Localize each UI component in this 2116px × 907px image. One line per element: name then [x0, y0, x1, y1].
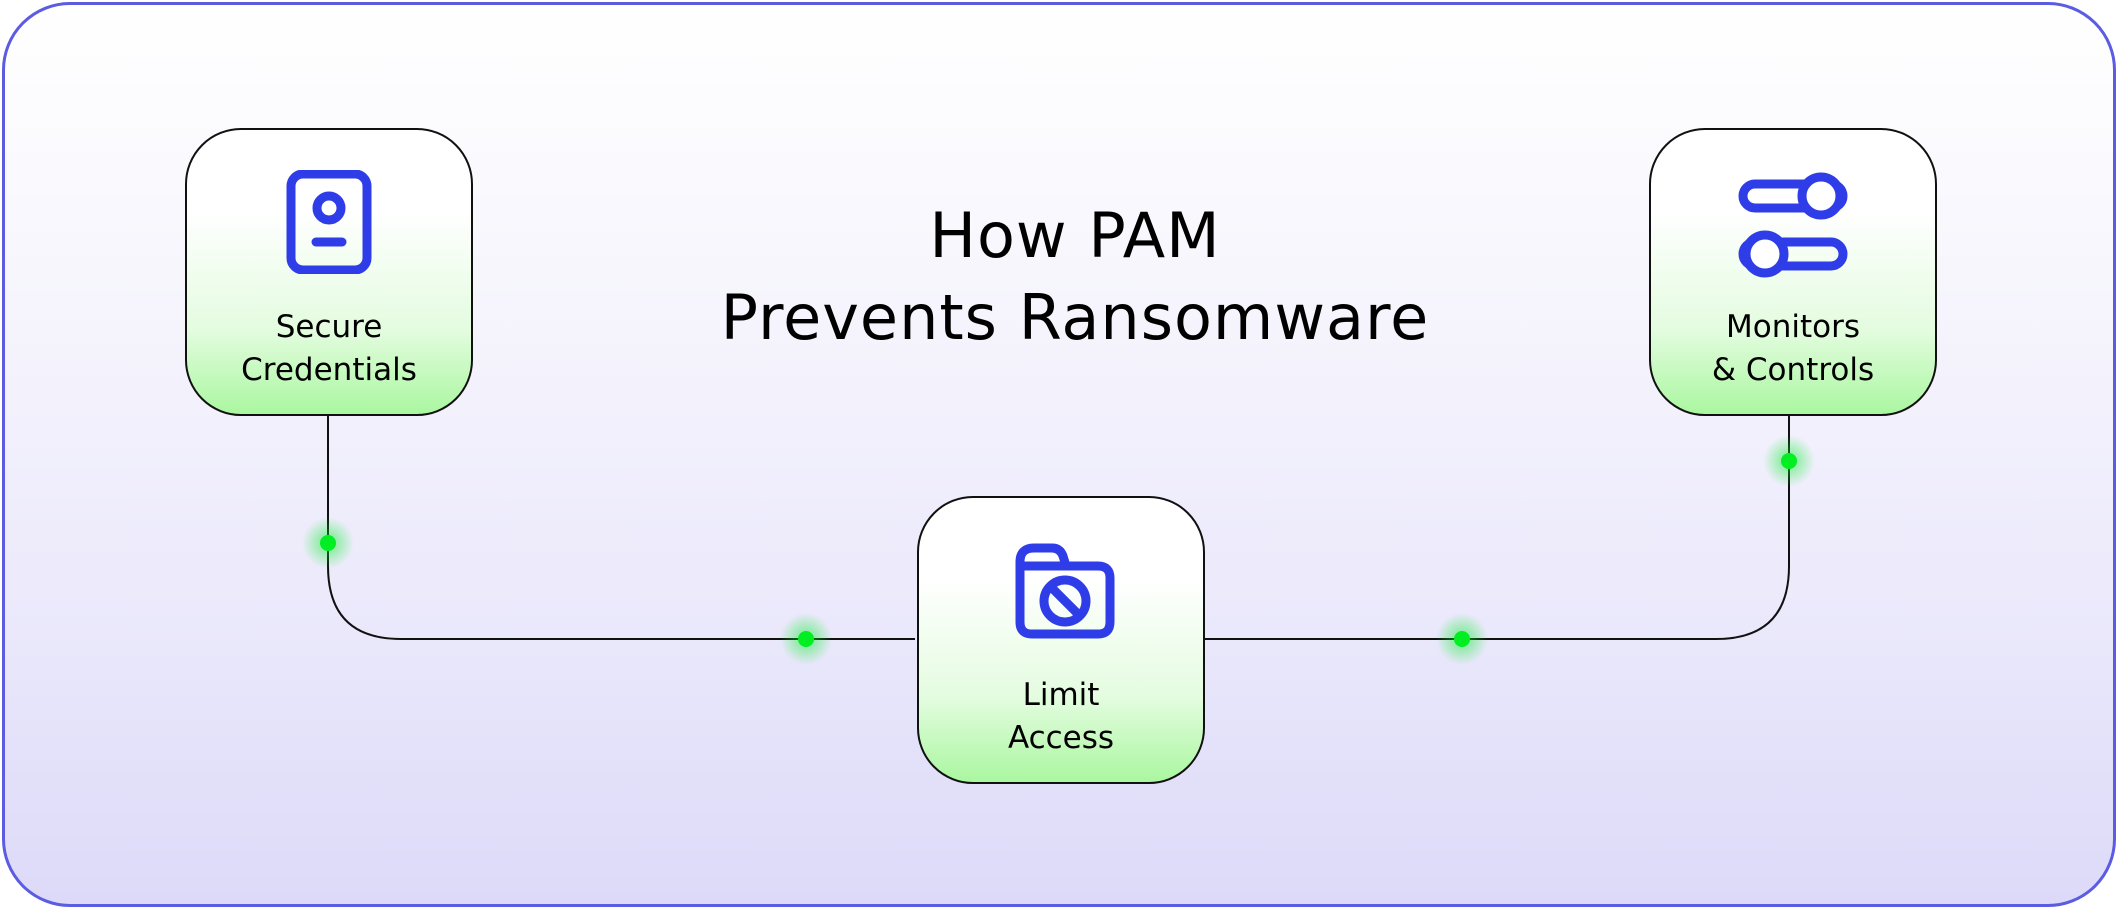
node-label-line-1: Limit — [1022, 677, 1100, 713]
badge-icon — [286, 170, 372, 274]
node-limit-access: Limit Access — [917, 496, 1205, 784]
connector-limit-to-monitor — [1203, 416, 1790, 640]
connector-lines — [302, 416, 1815, 665]
node-label-line-2: Credentials — [241, 352, 417, 388]
toggle-icon — [1738, 172, 1848, 278]
connector-dot — [1436, 613, 1488, 665]
node-label-line-2: Access — [1007, 720, 1115, 756]
node-secure-credentials: Secure Credentials — [185, 128, 473, 416]
node-label-line-2: & Controls — [1711, 352, 1875, 388]
folder-blocked-icon — [1015, 543, 1115, 639]
node-monitors-controls: Monitors & Controls — [1649, 128, 1937, 416]
node-label-line-1: Secure — [275, 309, 383, 345]
connector-secure-to-limit — [327, 416, 915, 640]
connector-dot — [302, 517, 354, 569]
connector-dot — [1763, 435, 1815, 487]
title-line-2: Prevents Ransomware — [720, 281, 1430, 354]
connector-dot — [780, 613, 832, 665]
title-line-1: How PAM — [929, 199, 1221, 272]
node-label-line-1: Monitors — [1726, 309, 1860, 345]
diagram-title: How PAM Prevents Ransomware — [625, 195, 1525, 359]
